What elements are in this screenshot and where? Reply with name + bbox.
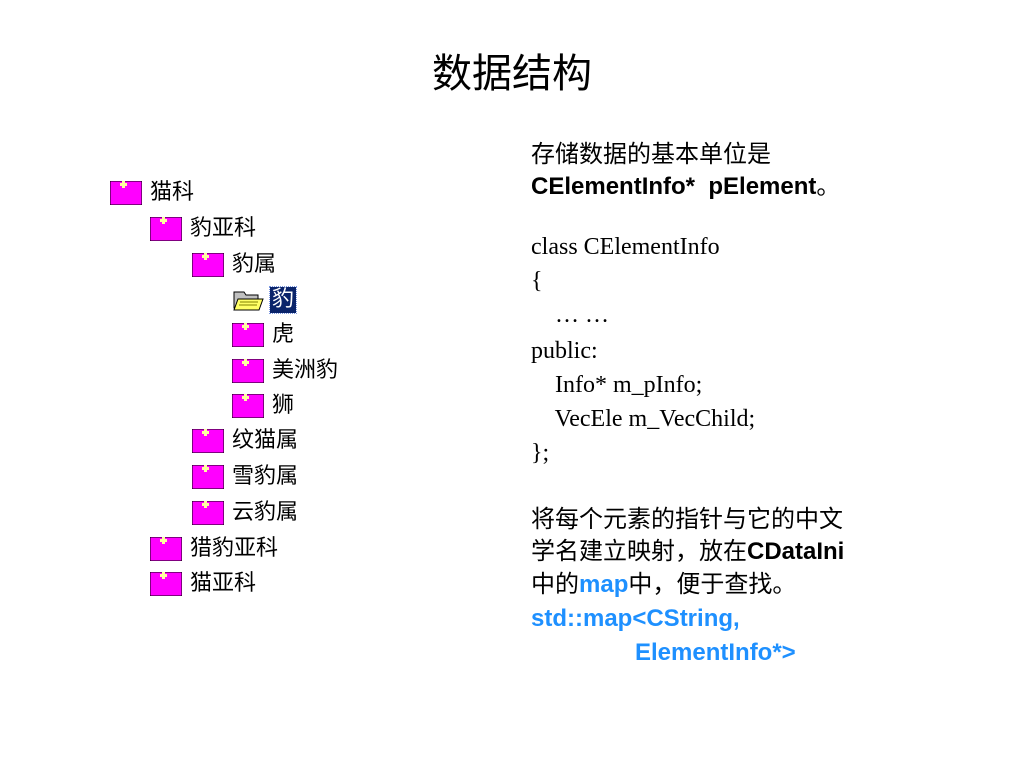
folder-closed-icon bbox=[109, 180, 143, 206]
tree-item-label: 纹猫属 bbox=[232, 428, 299, 453]
tree-item[interactable]: 豹属 bbox=[191, 252, 277, 278]
folder-closed-icon bbox=[149, 216, 183, 242]
tree-item[interactable]: 虎 bbox=[231, 322, 295, 348]
tree-item-label: 豹亚科 bbox=[190, 216, 257, 241]
tree-item-label: 美洲豹 bbox=[272, 358, 339, 383]
map-declaration-line-2: ElementInfo*> bbox=[635, 639, 796, 666]
folder-closed-icon bbox=[191, 252, 225, 278]
tree-item-label: 狮 bbox=[272, 393, 295, 418]
para-line-3: 中的map中，便于查找。 bbox=[531, 568, 796, 601]
intro-line-2-end: 。 bbox=[816, 172, 841, 200]
folder-closed-icon bbox=[191, 428, 225, 454]
tree-item[interactable]: 美洲豹 bbox=[231, 358, 339, 384]
folder-open-icon bbox=[232, 288, 264, 312]
map-declaration-line-1: std::map<CString, bbox=[531, 605, 740, 632]
para-line-1: 将每个元素的指针与它的中文 bbox=[531, 505, 843, 533]
tree-item[interactable]: 云豹属 bbox=[191, 500, 299, 526]
tree-item[interactable]: 猫科 bbox=[109, 180, 195, 206]
code-line-3: … … bbox=[531, 302, 609, 328]
tree-item-label: 豹 bbox=[268, 286, 298, 314]
code-line-6: VecEle m_VecChild; bbox=[531, 406, 756, 432]
folder-closed-icon bbox=[231, 393, 265, 419]
folder-closed-icon bbox=[191, 500, 225, 526]
folder-closed-icon bbox=[149, 536, 183, 562]
tree-item[interactable]: 豹亚科 bbox=[149, 216, 257, 242]
para-line-3-text-c: 中，便于查找。 bbox=[628, 570, 797, 598]
tree-item[interactable]: 猎豹亚科 bbox=[149, 536, 279, 562]
code-line-1: class CElementInfo bbox=[531, 234, 720, 260]
cdataini-label: CDataIni bbox=[747, 538, 845, 565]
tree-item[interactable]: 纹猫属 bbox=[191, 428, 299, 454]
map-keyword: map bbox=[579, 571, 629, 598]
tree-item-label: 猫亚科 bbox=[190, 571, 257, 596]
code-line-4: public: bbox=[531, 338, 598, 364]
tree-item-label: 云豹属 bbox=[232, 500, 299, 525]
code-line-2: { bbox=[531, 268, 543, 294]
intro-line-1: 存储数据的基本单位是 bbox=[531, 140, 771, 168]
para-line-2: 学名建立映射，放在CDataIni bbox=[531, 535, 844, 568]
tree-item-selected[interactable]: 豹 bbox=[232, 286, 298, 314]
para-line-2-text: 学名建立映射，放在 bbox=[531, 537, 747, 565]
code-line-5: Info* m_pInfo; bbox=[531, 372, 703, 398]
tree-item-label: 猫科 bbox=[150, 180, 195, 205]
element-pointer-declaration: CElementInfo* pElement bbox=[531, 173, 817, 200]
tree-item[interactable]: 狮 bbox=[231, 393, 295, 419]
page-title: 数据结构 bbox=[432, 51, 592, 97]
code-line-7: }; bbox=[531, 440, 550, 466]
tree-item-label: 虎 bbox=[272, 322, 295, 347]
folder-closed-icon bbox=[149, 571, 183, 597]
para-line-3-text-a: 中的 bbox=[531, 570, 579, 598]
folder-closed-icon bbox=[191, 464, 225, 490]
tree-item[interactable]: 猫亚科 bbox=[149, 571, 257, 597]
folder-closed-icon bbox=[231, 322, 265, 348]
tree-item-label: 雪豹属 bbox=[232, 464, 299, 489]
tree-item[interactable]: 雪豹属 bbox=[191, 464, 299, 490]
folder-closed-icon bbox=[231, 358, 265, 384]
tree-item-label: 豹属 bbox=[232, 252, 277, 277]
tree-item-label: 猎豹亚科 bbox=[190, 536, 279, 561]
intro-line-2: CElementInfo* pElement。 bbox=[531, 170, 840, 203]
